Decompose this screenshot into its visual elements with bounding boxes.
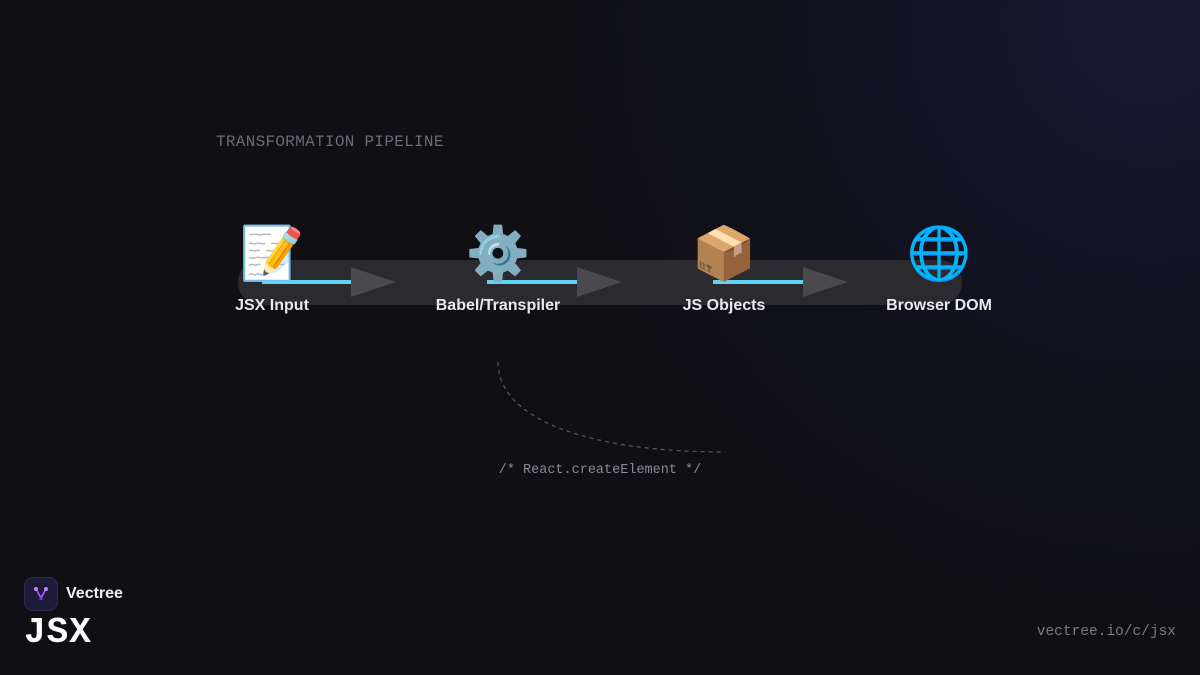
node-label-browser-dom: Browser DOM [886, 297, 992, 314]
node-label-babel-transpiler: Babel/Transpiler [435, 297, 561, 314]
node-label-js-objects: JS Objects [682, 297, 766, 314]
package-icon: 📦 [691, 224, 757, 284]
node-label-jsx-input: JSX Input [235, 297, 309, 314]
connector-arrowhead-3 [803, 267, 848, 297]
gear-icon: ⚙️ [465, 224, 531, 284]
brand-name: Vectree [66, 585, 123, 602]
page-title: JSX [24, 612, 92, 653]
page-url[interactable]: vectree.io/c/jsx [1036, 624, 1176, 640]
annotation-text: /* React.createElement */ [498, 463, 702, 478]
vectree-logo-icon [24, 577, 58, 611]
memo-icon: 📝 [239, 224, 305, 284]
section-label: TRANSFORMATION PIPELINE [216, 133, 444, 151]
connector-arrowhead-1 [351, 267, 396, 297]
connector-arrowhead-2 [577, 267, 622, 297]
globe-icon: 🌐 [906, 224, 972, 284]
annotation-curve [497, 361, 726, 453]
brand[interactable]: Vectree [24, 577, 123, 611]
